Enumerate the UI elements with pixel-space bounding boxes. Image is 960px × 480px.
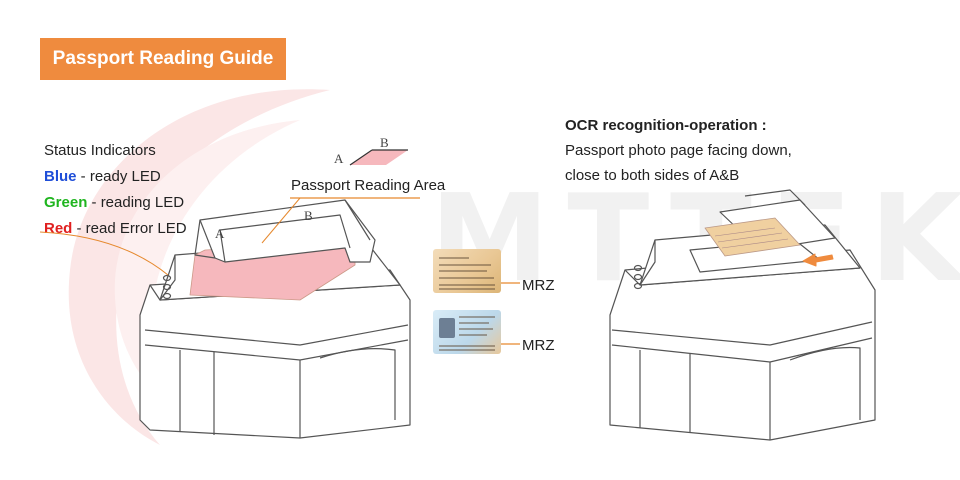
mrz-label-passport: MRZ [522,277,555,294]
reading-area-pointer [261,197,301,244]
passport-sample-card [433,249,501,293]
ab-inset-diagram [349,149,408,166]
inset-b-label: B [380,135,389,150]
corner-a-label: A [215,226,225,241]
id-photo [439,318,455,338]
status-green: Green - reading LED [44,190,187,216]
ocr-line-2: close to both sides of A&B [565,167,740,184]
status-indicators: Status Indicators Blue - ready LED Green… [44,138,187,242]
ocr-title: OCR recognition-operation : [565,117,767,134]
inset-a-label: A [334,151,344,166]
ocr-instructions: OCR recognition-operation : Passport pho… [565,113,792,188]
led-green [162,283,172,291]
led-callout [39,231,169,276]
led-red [162,292,172,300]
insert-arrow [802,253,834,267]
corner-b-label: B [304,208,313,223]
reading-area-label: Passport Reading Area [291,177,446,194]
left-scanner-device [139,199,411,439]
id-sample-card [433,310,501,354]
guide-title-banner: Passport Reading Guide [40,38,286,80]
status-green-text: - reading LED [87,194,185,211]
status-blue-text: - ready LED [76,168,161,185]
status-green-name: Green [44,194,88,211]
status-blue-name: Blue [44,168,77,185]
status-red-text: - read Error LED [72,220,187,237]
ocr-line-1: Passport photo page facing down, [565,142,792,159]
status-blue: Blue - ready LED [44,164,187,190]
mrz-label-id: MRZ [522,337,555,354]
right-scanner-device [609,189,876,441]
status-heading: Status Indicators [44,142,156,159]
led-blue [162,274,172,282]
